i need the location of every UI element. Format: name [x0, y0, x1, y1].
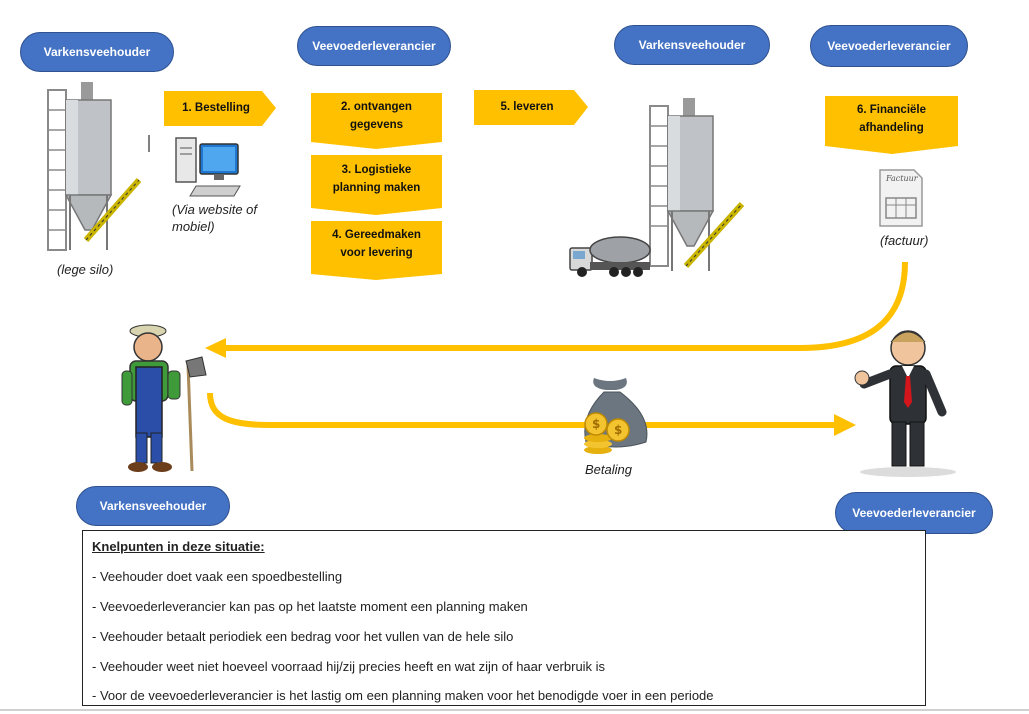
empty-silo-caption: (lege silo) [57, 262, 114, 277]
computer-icon [175, 137, 241, 197]
bottleneck-item: - Veevoederleverancier kan pas op het la… [92, 599, 528, 614]
money-bag-icon: $ $ [584, 378, 648, 454]
actor-pill-supplier-top: Veevoederleverancier [297, 26, 451, 66]
step3-shape [311, 155, 442, 215]
payment-caption: Betaling [585, 462, 632, 477]
silo-icon [47, 82, 142, 251]
order-channel-caption: (Via website of mobiel) [172, 202, 258, 234]
bottleneck-item: - Veehouder weet niet hoeveel voorraad h… [92, 659, 606, 674]
bottleneck-item: - Veehouder betaalt periodiek een bedrag… [92, 629, 514, 644]
actor-pill-farmer-top-left: Varkensveehouder [20, 32, 174, 72]
svg-text:$: $ [592, 417, 600, 431]
step6-label: 6. Financiële afhandeling [856, 104, 927, 134]
step4-label: 4. Gereedmaken voor levering [332, 229, 421, 259]
invoice-flow-arrow [205, 261, 908, 358]
step3-label: 3. Logistieke planning maken [332, 164, 421, 194]
businessman-icon [854, 330, 956, 477]
tanker-truck-icon [569, 236, 651, 277]
actor-pill-farmer-top-right: Varkensveehouder [614, 25, 770, 65]
bottleneck-item: - Veehouder doet vaak een spoedbestellin… [92, 569, 343, 584]
invoice-icon-label: Factuur [886, 174, 918, 183]
farmer-icon [121, 324, 207, 472]
step2-shape [311, 93, 442, 149]
step1-shape [164, 91, 276, 126]
actor-pill-supplier-top-right: Veevoederleverancier [810, 25, 968, 67]
bottlenecks-box: Knelpunten in deze situatie: - Veehouder… [82, 530, 926, 706]
actor-pill-supplier-bottom: Veevoederleverancier [835, 492, 993, 534]
bottlenecks-title: Knelpunten in deze situatie: [92, 539, 265, 554]
step5-shape [474, 90, 588, 125]
step1-label: 1. Bestelling [182, 101, 250, 114]
bottleneck-item: - Voor de veevoederleverancier is het la… [92, 688, 714, 703]
silo-icon [649, 98, 745, 271]
step6-shape [825, 96, 958, 154]
step5-label: 5. leveren [500, 100, 554, 113]
step4-shape [311, 221, 442, 280]
actor-pill-farmer-bottom: Varkensveehouder [76, 486, 230, 526]
step2-label: 2. ontvangen gegevens [341, 101, 412, 131]
invoice-icon [879, 169, 923, 227]
svg-text:$: $ [614, 423, 622, 437]
payment-flow-arrow [207, 392, 856, 436]
invoice-caption: (factuur) [880, 233, 929, 248]
